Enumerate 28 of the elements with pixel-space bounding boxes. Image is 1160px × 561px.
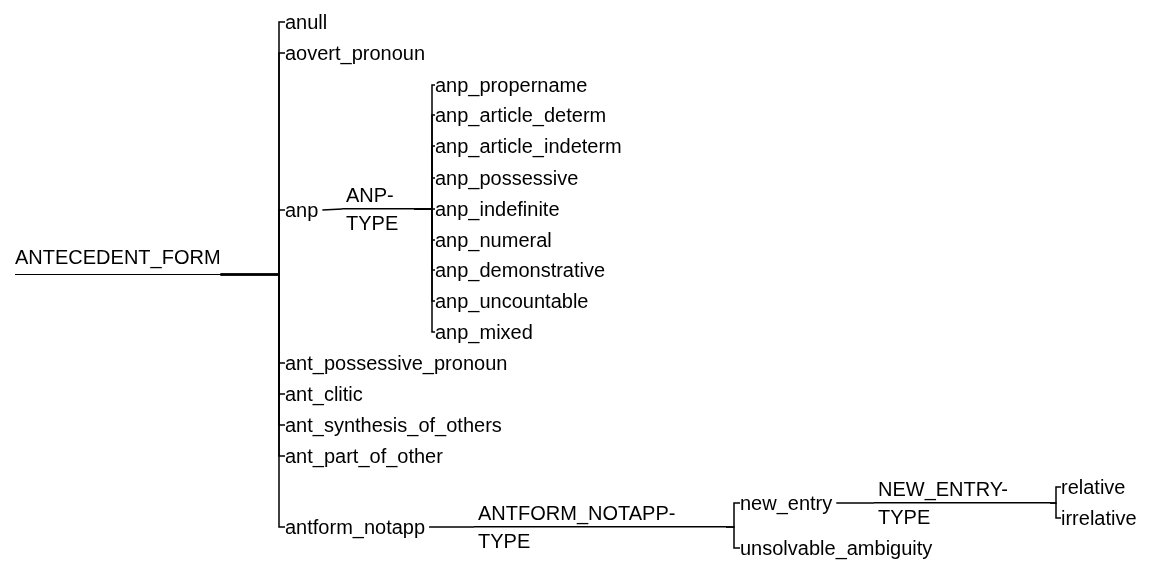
connector-line xyxy=(1049,502,1062,519)
connector-line xyxy=(321,208,343,211)
feature-label: anp_propername xyxy=(435,73,588,97)
feature-label: anp_numeral xyxy=(435,228,552,252)
feature-label: anp_possessive xyxy=(435,166,579,190)
feature-label: anp_indefinite xyxy=(435,197,560,221)
feature-label: ant_part_of_other xyxy=(285,444,443,468)
feature-label: anp_mixed xyxy=(435,320,533,344)
feature-label: anp_uncountable xyxy=(435,289,589,313)
feature-label: anp_article_determ xyxy=(435,103,607,127)
root-feature-label: ANTECEDENT_FORM xyxy=(15,243,221,275)
feature-label: anull xyxy=(285,10,328,34)
feature-label: ant_synthesis_of_others xyxy=(285,413,502,437)
feature-label: relative xyxy=(1061,475,1126,499)
feature-label: antform_notapp xyxy=(285,515,426,539)
feature-label: new_entry xyxy=(740,491,833,515)
feature-label: anp_demonstrative xyxy=(435,258,606,282)
connector-line xyxy=(725,526,741,549)
feature-label: unsolvable_ambiguity xyxy=(740,536,933,560)
feature-label: anp_article_indeterm xyxy=(435,134,622,158)
connector-line xyxy=(219,273,286,528)
feature-label: ant_clitic xyxy=(285,382,363,406)
feature-label: aovert_pronoun xyxy=(285,41,426,65)
connector-line xyxy=(835,502,875,504)
connector-line xyxy=(428,526,475,528)
feature-label: irrelative xyxy=(1061,506,1137,530)
feature-label: anp xyxy=(285,198,319,222)
feature-label: ant_possessive_pronoun xyxy=(285,351,508,375)
